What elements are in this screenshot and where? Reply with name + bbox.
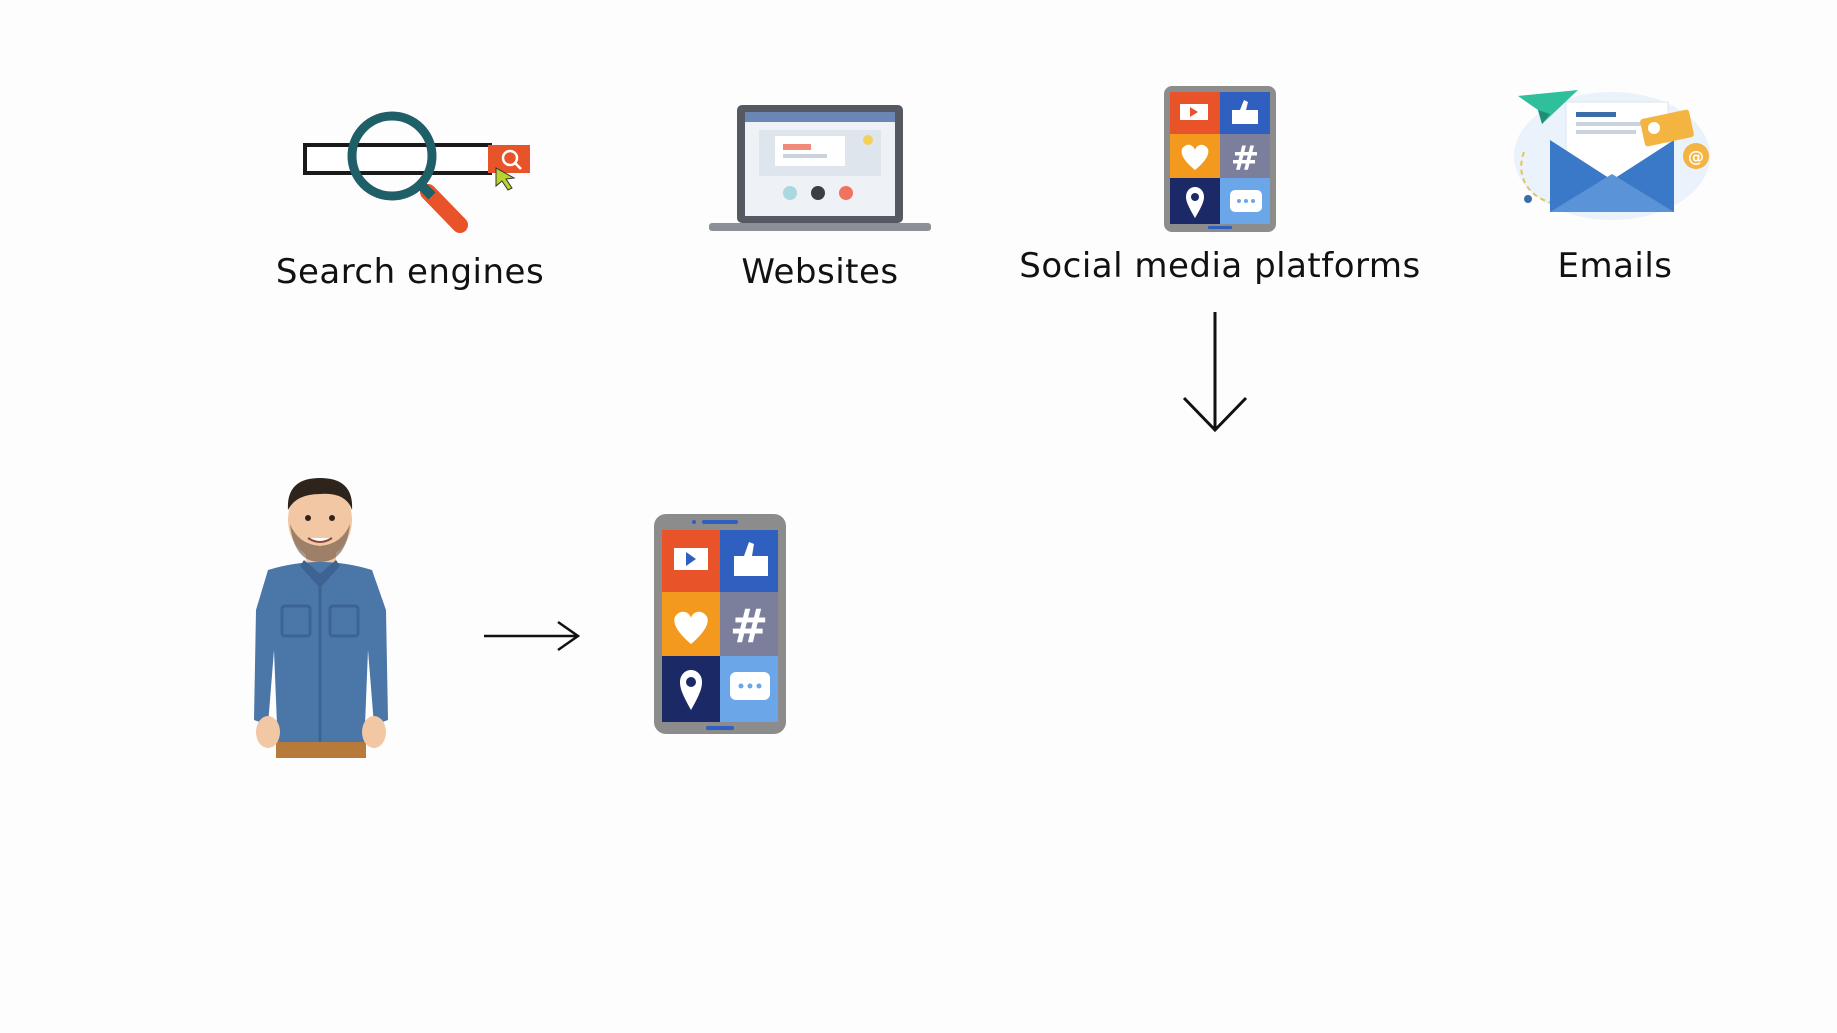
person-illustration: [254, 478, 388, 758]
social-media-device-icon: #: [654, 514, 786, 734]
channel-social-media: # Social media platforms: [1019, 84, 1420, 286]
laptop-website-icon: [709, 105, 931, 231]
channel-search-engines: Search engines: [276, 100, 544, 292]
channel-label: Search engines: [275, 252, 545, 292]
svg-text:@: @: [1688, 147, 1704, 166]
channel-label: Emails: [1557, 246, 1673, 286]
arrow-right-icon: [484, 620, 581, 652]
email-envelope-icon: @: [1514, 90, 1710, 220]
search-engine-icon: [303, 111, 530, 233]
arrow-down-icon: [1182, 312, 1248, 433]
channel-emails: @ Emails: [1500, 84, 1730, 286]
channel-label: Websites: [741, 252, 899, 292]
svg-text:#: #: [1231, 139, 1260, 179]
channel-label: Social media platforms: [1019, 246, 1421, 286]
svg-text:#: #: [730, 599, 769, 653]
channel-websites: Websites: [700, 100, 940, 292]
social-media-phone-icon: #: [1164, 86, 1276, 232]
